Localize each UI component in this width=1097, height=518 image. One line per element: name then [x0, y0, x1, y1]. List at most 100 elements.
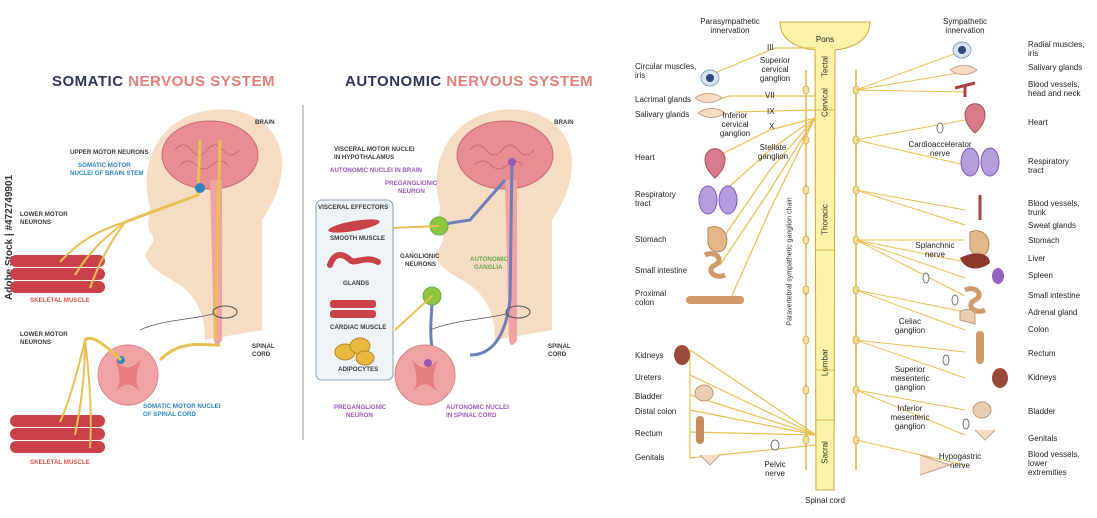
- somatic-upper-neuron-path: [124, 139, 202, 224]
- skeletal-muscle-bottom-label: SKELETAL MUSCLE: [30, 459, 90, 466]
- lower-motor-neurons-top-label-2: NEURONS: [20, 219, 51, 226]
- somatic-autonomic-illustration: [10, 105, 573, 453]
- right-organ-heart: Heart: [1028, 118, 1048, 127]
- cardiac-muscle-icon: [330, 300, 376, 308]
- kidney-right-icon: [992, 368, 1008, 388]
- lower-motor-neurons-bottom-label-1: LOWER MOTOR: [20, 331, 68, 338]
- autonomic-innervation-chart: Parasympathetic innervation Sympathetic …: [620, 0, 1097, 518]
- celiac-ganglion-1: Celiac: [898, 317, 922, 326]
- splanchnic-nerve-1: Splanchnic: [915, 241, 955, 250]
- left-organ-lacrimal: Lacrimal glands: [635, 95, 692, 104]
- right-organ-vessels-lower-1: Blood vessels,: [1028, 450, 1080, 459]
- lungs-right-icon: [960, 147, 1000, 177]
- left-organ-salivary: Salivary glands: [635, 110, 690, 119]
- superior-mesenteric-ganglion-2: mesenteric: [890, 374, 930, 383]
- parasympathetic-header-2: innervation: [710, 26, 750, 35]
- adipocytes-label: ADIPOCYTES: [338, 366, 379, 373]
- sympathetic-ganglia: [770, 122, 970, 451]
- skeletal-muscle-top-label: SKELETAL MUSCLE: [30, 297, 90, 304]
- somatic-title-part-b: NERVOUS SYSTEM: [128, 73, 275, 90]
- left-organ-circular-2: iris: [635, 71, 646, 80]
- somatic-motor-brainstem-label-2: NUCLEI OF BRAIN STEM: [70, 170, 144, 177]
- right-organ-vessels-lower-2: lower: [1028, 459, 1048, 468]
- autonomic-title-part-b: NERVOUS SYSTEM: [446, 73, 594, 90]
- pelvic-nerve-1: Pelvic: [764, 460, 786, 469]
- autonomic-spinal-cord-label-2: CORD: [548, 351, 567, 358]
- somatic-brainstem-nucleus: [195, 183, 205, 193]
- inferior-cervical-ganglion-1: Inferior: [722, 111, 748, 120]
- right-organ-radial-2: iris: [1028, 49, 1039, 58]
- glands-icon: [327, 252, 381, 268]
- small-intestine-left-icon: [703, 251, 727, 279]
- pelvic-nerve-2: nerve: [764, 469, 785, 478]
- cranial-nerve-x: X: [769, 122, 775, 131]
- right-organ-vessels-trunk-1: Blood vessels,: [1028, 199, 1080, 208]
- left-organ-heart: Heart: [635, 153, 655, 162]
- smooth-muscle-label: SMOOTH MUSCLE: [330, 235, 385, 242]
- somatic-brain: [161, 120, 259, 190]
- autonomic-spinal-cord-label-1: SPINAL: [548, 343, 571, 350]
- right-organ-rectum: Rectum: [1028, 349, 1056, 358]
- eye-icon-left: [700, 69, 720, 87]
- ganglionic-neurons-label-1: GANGLIONIC: [400, 253, 440, 260]
- lumbar-label: Lumbar: [820, 348, 830, 377]
- skeletal-muscle-top: [10, 221, 126, 293]
- left-organ-rectum: Rectum: [635, 429, 663, 438]
- nervous-system-comparison-panel: Adobe Stock | #472749901 SOMATIC NERVOUS…: [4, 73, 594, 466]
- autonomic-brain: [456, 120, 554, 190]
- cardioaccelerator-nerve-2: nerve: [929, 149, 950, 158]
- right-organ-respiratory-1: Respiratory: [1028, 157, 1069, 166]
- celiac-ganglion-2: ganglion: [894, 326, 926, 335]
- lower-motor-neurons-bottom-label-2: NEURONS: [20, 339, 51, 346]
- skeletal-muscle-bottom: [10, 339, 105, 453]
- right-organ-colon: Colon: [1028, 325, 1049, 334]
- preganglionic-neuron-label-2: NEURON: [398, 188, 425, 195]
- parasympathetic-header-1: Parasympathetic: [700, 17, 760, 26]
- tectal-label: Tectal: [820, 56, 830, 77]
- glands-label: GLANDS: [343, 280, 370, 287]
- right-organ-adrenal: Adrenal gland: [1028, 308, 1078, 317]
- upper-motor-neurons-label: UPPER MOTOR NEURONS: [70, 149, 149, 156]
- somatic-spinal-nuclei-label-1: SOMATIC MOTOR NUCLEI: [143, 403, 221, 410]
- right-organ-liver: Liver: [1028, 254, 1046, 263]
- thoracic-label: Thoracic: [820, 204, 830, 235]
- right-organ-stomach: Stomach: [1028, 236, 1060, 245]
- somatic-brain-label: BRAIN: [255, 119, 275, 126]
- cardioaccelerator-nerve-1: Cardioaccelerator: [908, 140, 972, 149]
- right-organ-respiratory-2: tract: [1028, 166, 1044, 175]
- visceral-motor-nuclei-label-2: IN HYPOTHALAMUS: [334, 154, 395, 161]
- smooth-muscle-icon: [328, 219, 380, 233]
- left-organ-distal-colon: Distal colon: [635, 407, 677, 416]
- left-organ-circular-1: Circular muscles,: [635, 62, 697, 71]
- innervation-chart-svg: [674, 21, 1008, 491]
- visceral-effectors-label: VISCERAL EFFECTORS: [318, 204, 389, 211]
- autonomic-ganglia-label-2: GANGLIA: [474, 264, 503, 271]
- inferior-mesenteric-ganglion-1: Inferior: [897, 404, 923, 413]
- lacrimal-gland-icon: [694, 93, 723, 103]
- somatic-descending-path: [213, 139, 222, 341]
- superior-mesenteric-ganglion-1: Superior: [894, 365, 926, 374]
- stomach-right-icon: [969, 230, 990, 257]
- superior-mesenteric-ganglion-3: ganglion: [894, 383, 926, 392]
- cranial-nerve-ix: IX: [767, 107, 775, 116]
- left-organ-small-intestine: Small intestine: [635, 266, 688, 275]
- sympathetic-header-2: innervation: [945, 26, 985, 35]
- hypogastric-nerve-1: Hypogastric: [938, 452, 982, 461]
- right-organ-vessels-trunk-2: trunk: [1028, 208, 1046, 217]
- somatic-title: SOMATIC NERVOUS SYSTEM: [52, 73, 275, 90]
- left-organ-ureters: Ureters: [635, 373, 662, 382]
- inferior-cervical-ganglion-2: cervical: [721, 120, 749, 129]
- autonomic-preganglionic-path: [469, 159, 514, 357]
- superior-cervical-ganglion-2: cervical: [761, 65, 789, 74]
- heart-left-icon: [704, 148, 726, 179]
- visceral-motor-nuclei-label-1: VISCERAL MOTOR NUCLEI: [334, 146, 415, 153]
- stellate-ganglion-2: ganglion: [757, 152, 789, 161]
- right-organ-bladder: Bladder: [1028, 407, 1056, 416]
- parasympathetic-nerves: [689, 47, 817, 459]
- somatic-spinal-cord-label-1: SPINAL: [252, 343, 275, 350]
- somatic-section-marker: [212, 305, 238, 319]
- left-organ-proximal-colon-1: Proximal: [635, 289, 667, 298]
- superior-cervical-ganglion-1: Superior: [759, 56, 791, 65]
- left-organ-icons: [674, 69, 744, 466]
- somatic-motor-brainstem-label-1: SOMATIC MOTOR: [78, 162, 131, 169]
